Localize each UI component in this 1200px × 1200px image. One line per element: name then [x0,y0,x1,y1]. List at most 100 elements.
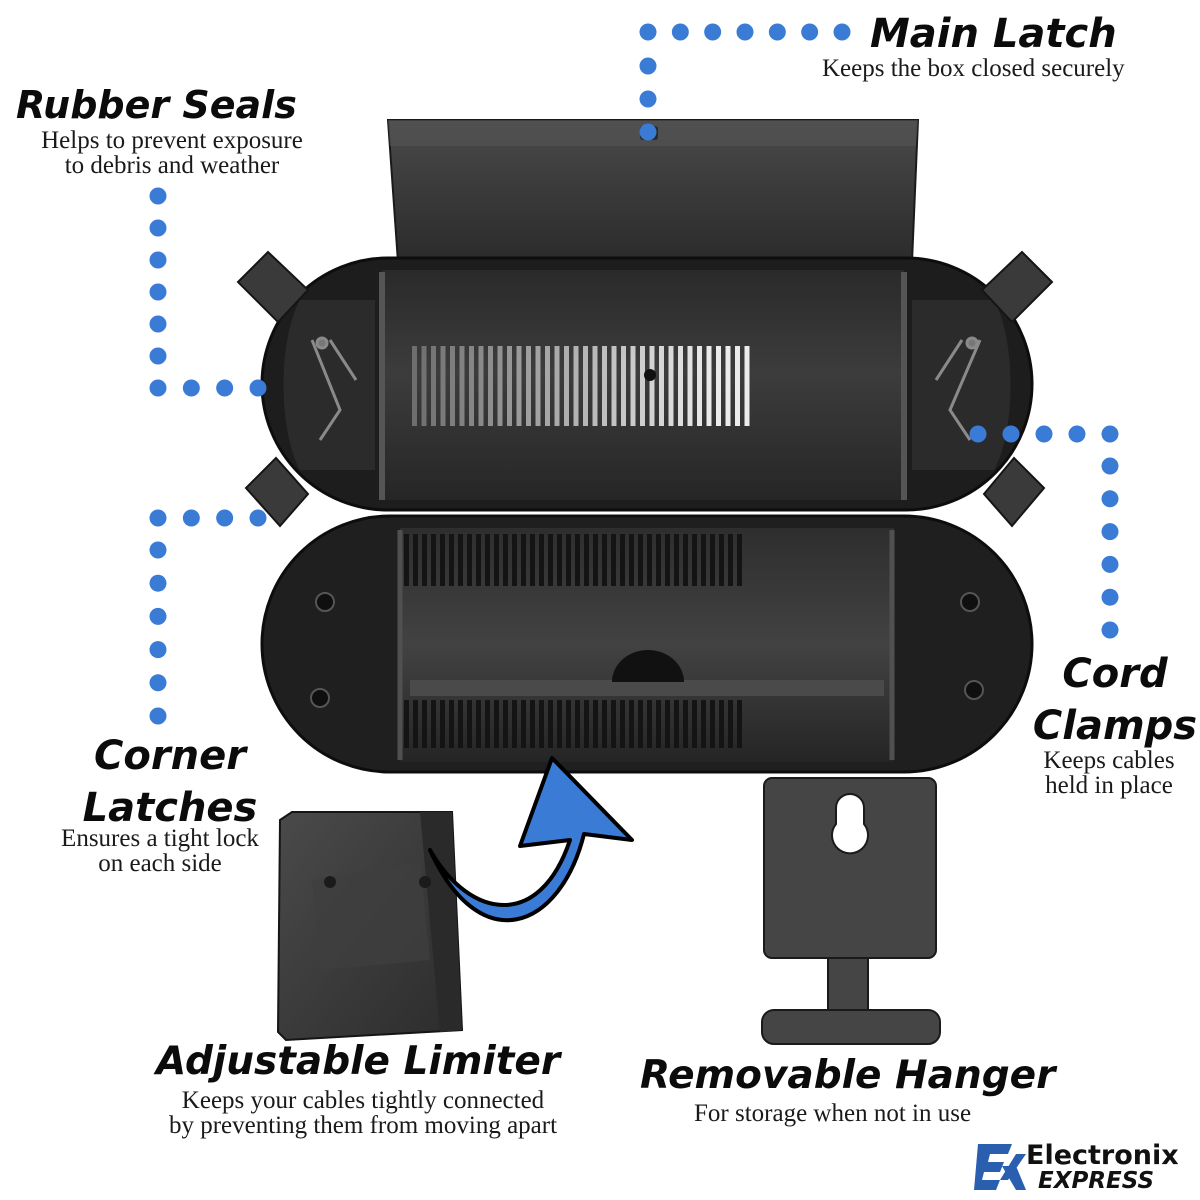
cord-clamps-leader-dot [1002,425,1020,443]
removable-hanger-description: For storage when not in use [694,1100,972,1127]
rib [488,346,493,426]
rib [692,534,697,586]
rib [545,346,550,426]
rib [573,346,579,426]
main-latch-title: Main Latch [870,11,1117,57]
rib [620,534,625,586]
main-latch-description: Keeps the box closed securely [822,55,1125,82]
rib [692,700,697,748]
lower-ribs-bottom [404,700,742,748]
rib [421,346,427,426]
right-cord-clamp [934,336,982,441]
left-cord-clamp [310,336,358,441]
rib [478,346,484,426]
rib [548,700,553,748]
rib [512,534,517,586]
rib [647,534,652,586]
rib [413,700,418,748]
corner-latches-leader-dot [182,509,200,527]
rib [649,346,655,426]
upper-ribs [412,346,750,426]
cord-clamps-description: Keeps cables held in place [1043,747,1175,799]
main-latch-leader-dot [639,123,657,141]
rib [716,346,721,426]
rib [638,534,643,586]
rib [449,534,454,586]
upper-shell [260,256,1034,512]
rubber-seals-leader-dot [249,379,267,397]
rib [629,700,634,748]
rib [592,346,598,426]
rubber-seals-leader-dot [149,347,167,365]
rib [535,346,541,426]
rib [728,700,733,748]
brand-name-top: Electronix [1026,1140,1179,1171]
rib [621,346,626,426]
corner-latches-leader-dot [149,641,167,659]
rib [629,534,634,586]
main-latch-leader-dot [671,23,689,41]
rib [413,534,418,586]
lower-shell [260,514,1034,774]
corner-latches-leader-dot [249,509,267,527]
rib [602,700,607,748]
rib [674,700,679,748]
cord-clamps-leader-dot [1068,425,1086,443]
rib [422,534,427,586]
rib [584,534,589,586]
rib [737,700,742,748]
corner-latches-leader-dot [149,707,167,725]
rib [440,700,445,748]
rib [719,534,724,586]
rib [665,700,670,748]
rib [440,346,446,426]
cord-clamps-leader-dot [1101,457,1119,475]
rib [494,534,499,586]
rib [737,534,742,586]
rib [620,700,625,748]
corner-latches-leader-dot [216,509,234,527]
rib [557,700,562,748]
rib [450,346,455,426]
rib [575,700,580,748]
rib [431,700,436,748]
rib [449,700,454,748]
rib [566,700,571,748]
rib [469,346,474,426]
rib [678,346,683,426]
main-latch-leader-dot [833,23,851,41]
rib [719,700,724,748]
rib [507,346,512,426]
rib [647,700,652,748]
main-latch-leader-dot [704,23,722,41]
rib [521,534,526,586]
cord-clamps-title: Cord Clamps [1032,651,1198,749]
rib [503,700,508,748]
rib [476,534,481,586]
rib [583,346,588,426]
limiter-placement-arrow [428,756,634,923]
rib [476,700,481,748]
rib [725,346,731,426]
rib [458,534,463,586]
main-latch-leader-dot [801,23,819,41]
rib [564,346,569,426]
corner-latches-leader-dot [149,509,167,527]
rib [404,700,409,748]
removable-hanger-piece [761,777,941,1045]
corner-latches-description: Ensures a tight lock on each side [61,825,259,877]
rib [744,346,750,426]
rib [458,700,463,748]
rib [526,346,531,426]
rib [584,700,589,748]
rib [701,700,706,748]
rib [566,534,571,586]
cord-clamps-leader-dot [1101,490,1119,508]
rib [512,700,517,748]
corner-latches-leader-dot [149,607,167,625]
removable-hanger-title: Removable Hanger [640,1053,1056,1098]
rib [485,534,490,586]
rib [412,346,417,426]
rib [440,534,445,586]
